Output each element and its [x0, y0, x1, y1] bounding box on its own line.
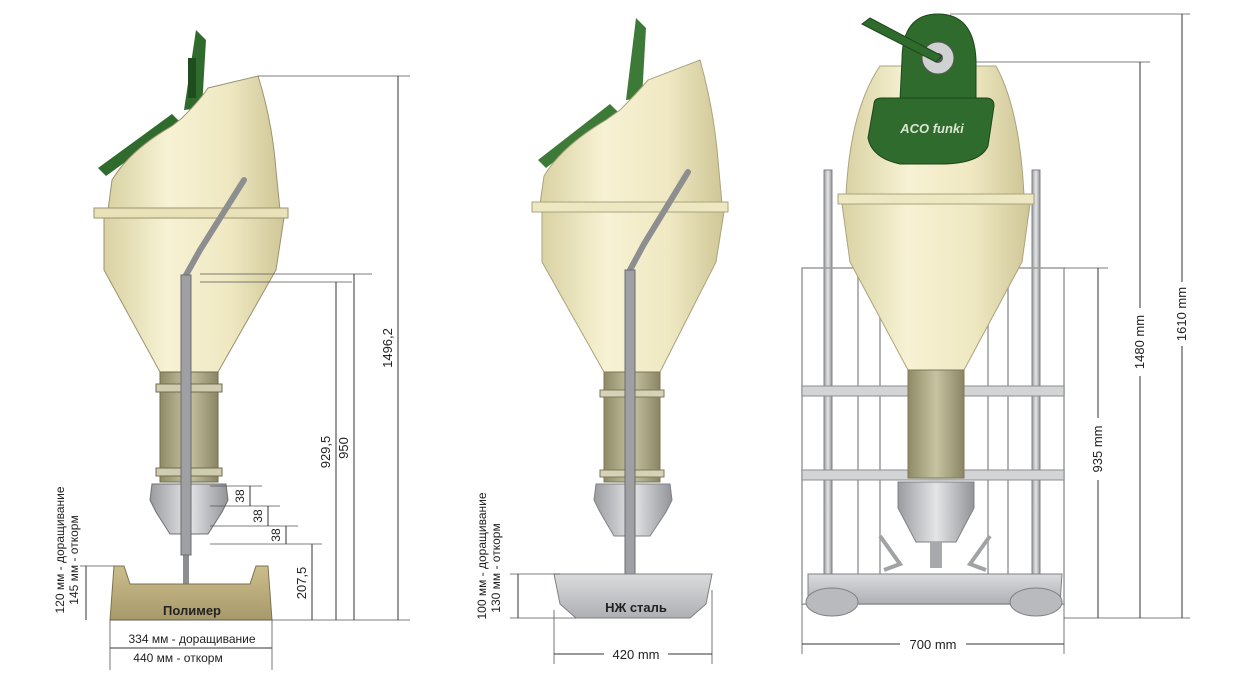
green-control-panel — [867, 97, 995, 165]
hopper-rim — [93, 207, 289, 219]
feed-tube — [907, 369, 965, 479]
bottom-label-1: 334 мм - доращивание — [128, 632, 255, 646]
hopper-body — [107, 75, 281, 211]
view-polymer: Полимер 1496,2 950 929,5 38 — [53, 30, 410, 670]
left-label-1: 100 мм - доращивание — [475, 492, 489, 619]
height-frame-label: 935 mm — [1090, 426, 1105, 473]
height-total-label: 1496,2 — [380, 328, 395, 368]
steel-base — [553, 573, 713, 619]
view-frame: ACO funki 1610 mm 1480 mm 935 mm 700 mm — [801, 13, 1190, 654]
height-feeder-label: 950 — [336, 437, 351, 459]
brand-text: ACO funki — [899, 121, 964, 136]
hopper-cone — [103, 217, 285, 373]
width-label: 420 mm — [613, 647, 660, 662]
height-min-label: 207,5 — [294, 567, 309, 600]
polymer-base — [109, 565, 273, 621]
hopper-rim — [837, 193, 1035, 205]
hopper-cone — [841, 203, 1031, 371]
height-hopper-label: 1480 mm — [1132, 315, 1147, 369]
green-lid — [538, 18, 646, 168]
adjust-step-2: 38 — [251, 509, 265, 523]
left-label-1: 120 мм - доращивание — [53, 486, 67, 613]
wheel-left — [805, 587, 859, 617]
hopper-body — [539, 59, 723, 205]
left-label-2: 130 мм - откорм — [489, 523, 503, 612]
base-label: НЖ сталь — [605, 600, 667, 615]
dosing-cone — [897, 481, 975, 543]
bottom-label-2: 440 мм - откорм — [133, 651, 222, 665]
left-label-2: 145 мм - откорм — [67, 515, 81, 604]
view-steel: НЖ сталь 100 мм - доращивание 130 мм - о… — [475, 18, 729, 664]
width-label: 700 mm — [910, 637, 957, 652]
dimensions-polymer — [80, 75, 410, 670]
height-total-label: 1610 mm — [1174, 287, 1189, 341]
adjust-step-3: 38 — [269, 528, 283, 542]
height-trough-label: 929,5 — [318, 436, 333, 469]
wheel-right — [1009, 587, 1063, 617]
crank-handle — [861, 17, 943, 63]
adjust-step-1: 38 — [233, 489, 247, 503]
green-lid — [98, 30, 206, 176]
base-label: Полимер — [163, 603, 221, 618]
hopper-rim — [531, 201, 729, 213]
